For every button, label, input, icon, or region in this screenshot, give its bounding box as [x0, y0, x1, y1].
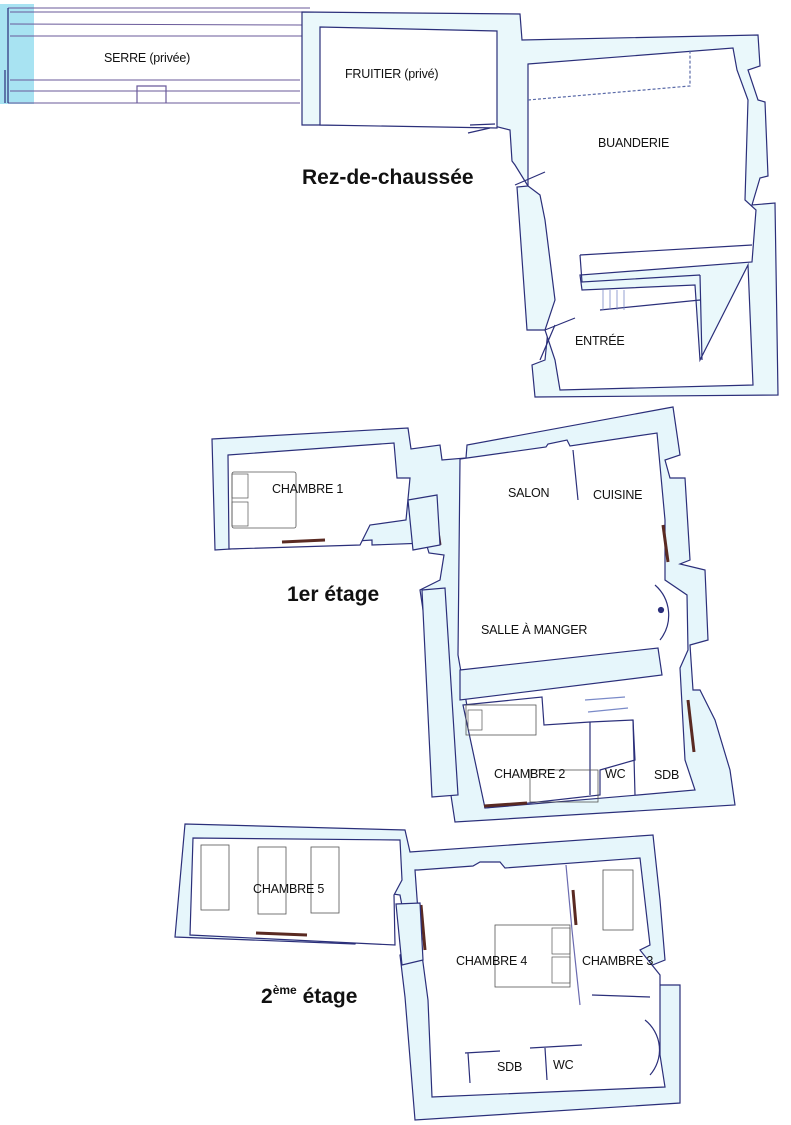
- floor-title-first: 1er étage: [287, 583, 380, 606]
- room-label-chambre-3: CHAMBRE 3: [582, 954, 654, 968]
- room-label-salle-a-manger: SALLE À MANGER: [481, 623, 588, 637]
- room-label-entree: ENTRÉE: [575, 334, 625, 348]
- room-label-chambre-4: CHAMBRE 4: [456, 954, 528, 968]
- room-label-wc-1: WC: [605, 767, 626, 781]
- room-label-chambre-5: CHAMBRE 5: [253, 882, 325, 896]
- room-label-cuisine: CUISINE: [593, 488, 643, 502]
- room-label-wc-2: WC: [553, 1058, 574, 1072]
- room-label-buanderie: BUANDERIE: [598, 136, 670, 150]
- floor-title-ground: Rez-de-chaussée: [302, 166, 474, 189]
- serre-tint: [0, 4, 34, 104]
- room-label-sdb-2: SDB: [497, 1060, 523, 1074]
- second-floor-plan: [174, 823, 681, 1121]
- room-label-serre: SERRE (privée): [104, 51, 191, 65]
- first-floor-plan: [211, 406, 736, 823]
- room-label-fruitier: FRUITIER (privé): [345, 67, 439, 81]
- room-label-chambre-1: CHAMBRE 1: [272, 482, 344, 496]
- room-label-sdb-1: SDB: [654, 768, 680, 782]
- floor-ordinal: ème: [272, 983, 297, 997]
- floor-title-second: 2ème étage: [261, 983, 357, 1009]
- room-label-chambre-2: CHAMBRE 2: [494, 767, 566, 781]
- room-label-salon: SALON: [508, 486, 550, 500]
- ground-floor-plan: [0, 4, 779, 398]
- floor-number: 2: [261, 985, 273, 1008]
- floor-word: étage: [302, 985, 358, 1008]
